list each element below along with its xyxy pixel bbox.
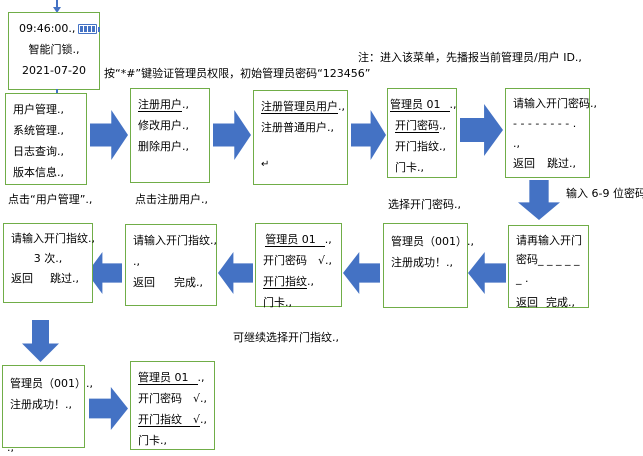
screen-final-status: 管理员 01., 开门密码 √., 开门指纹 √., 门卡.,: [130, 361, 215, 450]
arrow-right-2-icon: [213, 110, 251, 160]
screen-user-ops: 注册用户., 修改用户., 删除用户.,: [130, 88, 210, 183]
screen-unlock-methods: 管理员 01., 开门密码., 开门指纹., 门卡.,: [387, 88, 457, 178]
user-op-delete: 删除用户.,: [138, 140, 189, 153]
enter-password-prompt: 请输入开门密码.,: [513, 97, 597, 110]
skip-label: 跳过.,: [50, 272, 79, 285]
screen-fingerprint-times: 请输入开门指纹., 3 次., 返回 跳过.,: [3, 223, 95, 303]
start-title: 智能门锁.,: [28, 43, 80, 56]
screen-method-fingerprint: 管理员 01., 开门密码 √., 开门指纹., 门卡.,: [255, 223, 342, 309]
method-card: 门卡.,: [395, 161, 424, 174]
confirm-buttons-row: 返回完成.,: [509, 293, 588, 312]
caption-main-menu: 点击“用户管理”.,: [8, 193, 93, 206]
screen-password-success: 管理员（001）., 注册成功！.,: [383, 223, 474, 308]
start-to-menu-connector: [56, 89, 58, 94]
arrow-right-4-icon: [460, 104, 503, 156]
screen-start: 09:46:00., 智能门锁., 2021-07-20: [8, 12, 101, 90]
start-date: 2021-07-20: [22, 64, 86, 77]
back-label: 返回: [516, 296, 538, 309]
arrow-down-2-icon: [22, 320, 59, 362]
return-mark: ↵: [261, 159, 270, 170]
user-op-register: 注册用户.,: [138, 98, 189, 112]
times-buttons-row: 返回 跳过.,: [4, 269, 92, 289]
caption-select-password: 选择开门密码.,: [388, 198, 461, 211]
arrow-right-5-icon: [89, 387, 128, 430]
screen-enter-password: 请输入开门密码., - - - - - - - - . ., 返回跳过.,: [505, 88, 597, 178]
screen-register-type: 注册管理员用户., 注册普通用户., ↵: [253, 90, 348, 185]
register-success-label: 注册成功！.,: [10, 398, 72, 411]
menu-item-system-management: 系统管理.,: [13, 124, 64, 137]
start-time: 09:46:00.,: [19, 22, 76, 35]
back-label: 返回: [513, 157, 535, 170]
menu-item-user-management: 用户管理.,: [13, 103, 64, 116]
note-admin-hint: 按“*#”键验证管理员权限，初始管理员密码“123456”: [104, 67, 371, 80]
note-menu: 注：进入该菜单，先播报当前管理员/用户 ID.,: [358, 51, 582, 64]
screen-fingerprint-success: 管理员（001）., 注册成功！.,: [2, 365, 93, 448]
screen-enter-fingerprint: 请输入开门指纹., ., 返回 完成.,: [125, 224, 217, 306]
bottom-paragraph-mark: .,: [7, 441, 14, 454]
admin01-header: 管理员 01.,: [265, 233, 332, 247]
skip-label: 跳过.,: [547, 157, 576, 170]
start-time-line: 09:46:00.,: [9, 18, 101, 39]
caption-continue-fingerprint: 可继续选择开门指纹.,: [233, 331, 339, 344]
method-password: 开门密码.,: [395, 119, 446, 133]
user-op-modify: 修改用户.,: [138, 119, 189, 132]
admin01-header: 管理员 01.,: [390, 98, 457, 112]
method-password-checked: 开门密码 √.,: [263, 254, 333, 267]
confirm-password-prompt: 请再输入开门密码_ _ _ _ _ _ .: [516, 234, 582, 285]
arrow-right-3-icon: [351, 110, 386, 160]
register-normal-user: 注册普通用户.,: [261, 121, 334, 134]
arrow-left-2-icon: [343, 252, 380, 294]
battery-icon: [78, 24, 101, 34]
done-label: 完成.,: [174, 276, 203, 289]
enter-fingerprint-prompt: 请输入开门指纹.,: [11, 232, 95, 245]
register-success-label: 注册成功！.,: [391, 256, 453, 269]
method-fingerprint: 开门指纹.,: [395, 140, 446, 153]
admin01-header: 管理员 01.,: [138, 371, 205, 385]
method-fingerprint-selected: 开门指纹.,: [263, 275, 314, 289]
method-fingerprint-checked: 开门指纹 √.,: [138, 413, 208, 427]
screen-confirm-password: 请再输入开门密码_ _ _ _ _ _ . 返回完成.,: [508, 225, 589, 309]
method-card: 门卡.,: [263, 296, 292, 309]
caption-user-ops: 点击注册用户.,: [135, 193, 208, 206]
password-length-hint: 输入 6-9 位密码.: [566, 187, 643, 200]
arrow-left-1-icon: [468, 252, 506, 294]
register-admin-user: 注册管理员用户.,: [261, 100, 345, 114]
password-buttons-row: 返回跳过.,: [506, 154, 589, 174]
times-label: 3 次.,: [33, 252, 63, 265]
method-card: 门卡.,: [138, 434, 167, 447]
fingerprint-buttons-row: 返回 完成.,: [126, 272, 216, 293]
done-label: 完成.,: [546, 296, 575, 309]
entry-arrowhead-icon: [53, 7, 61, 13]
entry-connector-line: [56, 0, 58, 8]
arrow-left-3-icon: [218, 252, 253, 294]
password-dashes: - - - - - - - - .: [513, 117, 577, 130]
menu-item-log-query: 日志查询.,: [13, 145, 64, 158]
arrow-down-1-icon: [518, 180, 560, 220]
admin-001-label: 管理员（001）.,: [10, 377, 93, 390]
back-label: 返回: [11, 272, 33, 285]
arrow-right-1-icon: [90, 110, 128, 160]
method-password-checked: 开门密码 √.,: [138, 392, 208, 405]
menu-item-version-info: 版本信息.,: [13, 166, 64, 179]
back-label: 返回: [133, 276, 155, 289]
enter-fingerprint-prompt: 请输入开门指纹.,: [133, 234, 217, 247]
blank-mark: .,: [133, 255, 140, 268]
blank-mark: .,: [513, 137, 520, 150]
admin-001-label: 管理员（001）.,: [391, 235, 474, 248]
screen-main-menu: 用户管理., 系统管理., 日志查询., 版本信息.,: [5, 93, 87, 185]
